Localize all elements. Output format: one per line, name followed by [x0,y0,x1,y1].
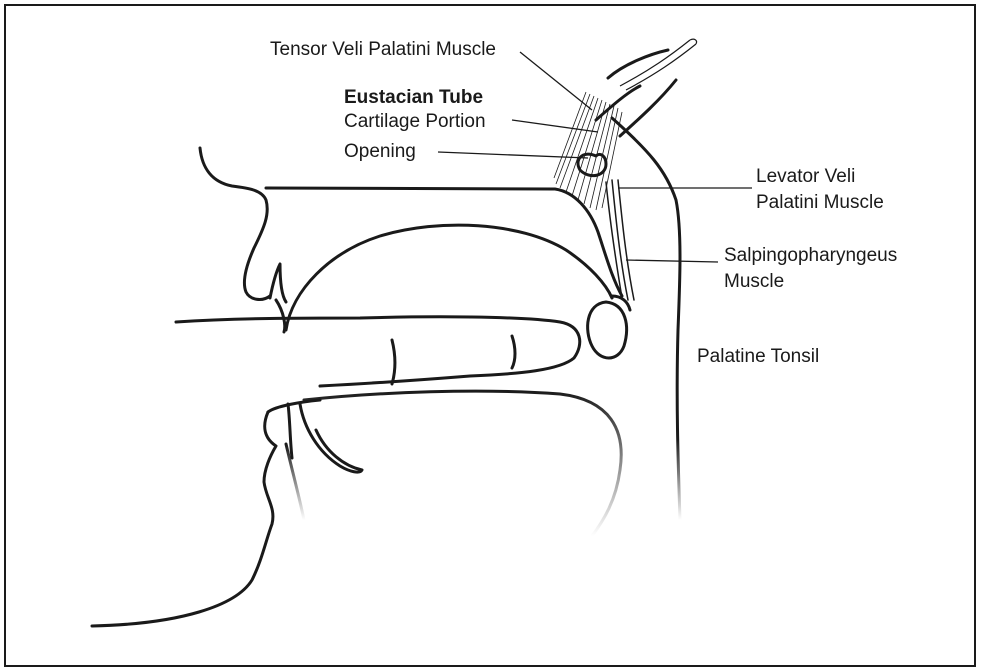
palatine-tonsil-shape [588,302,627,358]
label-salping-line2: Muscle [724,270,784,294]
tongue [176,317,580,386]
label-palatine-tonsil: Palatine Tonsil [697,345,819,369]
lower-teeth [300,404,362,472]
upper-teeth [270,264,286,302]
label-levator-line1: Levator Veli [756,165,855,189]
label-opening: Opening [344,140,416,164]
nasal-floor-line [266,188,622,296]
nose-outline [200,148,270,299]
eustachian-tube-upper [608,50,668,78]
tongue-fold-1 [392,340,395,384]
upper-lip-tip [276,300,285,332]
chin-outline [92,412,276,626]
catheter [620,39,697,90]
lower-lip [268,400,320,412]
tongue-fold-2 [512,336,515,368]
label-cartilage-portion: Cartilage Portion [344,110,486,134]
label-salping-line1: Salpingopharyngeus [724,244,897,268]
label-levator-line2: Palatini Muscle [756,191,884,215]
label-eustachian-tube: Eustacian Tube [344,86,483,110]
salping-strand-2 [618,180,634,300]
jaw-line [286,444,304,520]
label-tensor-veli-palatini: Tensor Veli Palatini Muscle [270,38,496,62]
palate-dome [286,225,612,330]
floor-of-mouth [304,391,621,536]
